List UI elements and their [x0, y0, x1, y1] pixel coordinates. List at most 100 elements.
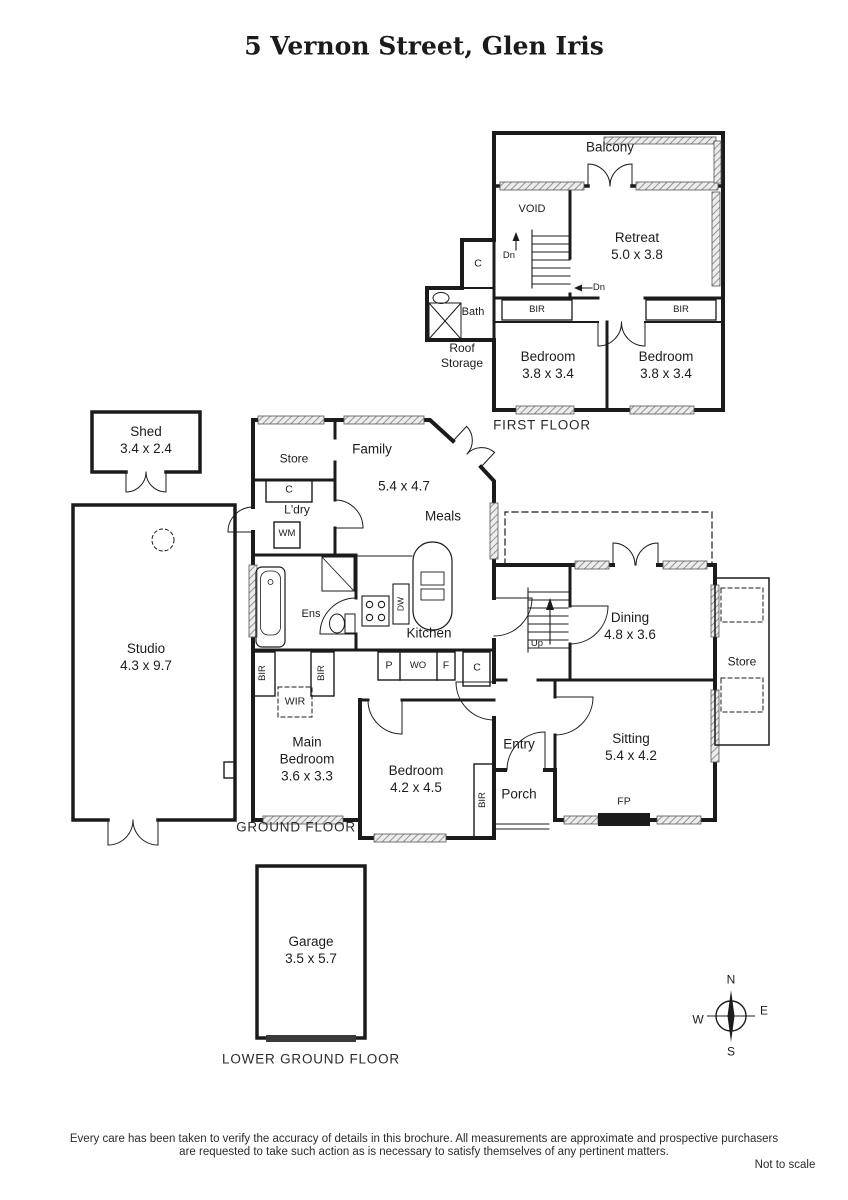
- room-dims: 3.4 x 2.4: [120, 441, 172, 456]
- room-name: Retreat: [614, 230, 660, 246]
- label-ensuite: Ens: [301, 608, 321, 621]
- porch-steps: [495, 823, 550, 830]
- arrow-up-icon: [546, 598, 554, 610]
- label-bath: Bath: [461, 306, 485, 319]
- label-meals: Meals: [424, 508, 462, 524]
- room-name: Sitting: [612, 731, 650, 747]
- compass-west-label: W: [692, 1012, 704, 1027]
- bir-bedroom-box: [473, 763, 494, 839]
- label-garage: Garage 3.5 x 5.7: [285, 934, 337, 968]
- toilet-icon: [329, 613, 345, 634]
- label-dn-upper: Dn: [502, 250, 516, 262]
- label-void: VOID: [518, 203, 546, 216]
- arrow-left-icon: [574, 284, 582, 292]
- stairs-up-arrow: [546, 598, 554, 645]
- ff-door-arcs: [587, 163, 646, 347]
- wir-dashed-box: [277, 686, 313, 718]
- label-laundry-cupboard: C: [285, 483, 293, 496]
- hall-cupboard-box: [462, 651, 491, 687]
- room-dims: 3.6 x 3.3: [281, 768, 333, 784]
- label-bir-ff-left: BIR: [529, 304, 545, 316]
- label-lower-ground-floor: LOWER GROUND FLOOR: [222, 1051, 400, 1067]
- room-dims: 5.0 x 3.8: [611, 247, 663, 262]
- gf-interior-walls: [251, 418, 717, 822]
- label-wir: WIR: [284, 695, 306, 708]
- room-name: Main Bedroom: [279, 734, 335, 767]
- gf-cupboards: [251, 479, 494, 839]
- bir-main-right-box: [310, 651, 335, 697]
- garage-plan: [255, 864, 367, 1042]
- room-dims: 3.8 x 3.4: [640, 366, 692, 381]
- ff-interior-walls: [492, 184, 725, 412]
- washing-machine-icon: [273, 521, 301, 549]
- gf-door-arcs: [227, 425, 659, 771]
- room-dims: 5.4 x 4.2: [605, 748, 657, 763]
- label-fireplace: FP: [617, 795, 631, 808]
- ff-windows: [499, 136, 722, 415]
- shed-walls: [90, 410, 202, 474]
- verandah-dashed-outline: [504, 511, 713, 566]
- compass-icon: [707, 990, 755, 1042]
- ground-floor-plan: [227, 415, 770, 843]
- ensuite-fixtures: [255, 556, 356, 648]
- label-store-west: Store: [279, 451, 309, 466]
- kitchen-fixtures: [355, 541, 453, 631]
- label-sitting: Sitting 5.4 x 4.2: [605, 731, 657, 765]
- ff-built-in-robes: [501, 299, 717, 321]
- compass-east-label: E: [759, 1003, 769, 1018]
- label-roof-storage: Roof Storage: [440, 341, 484, 370]
- meter-box: [223, 761, 236, 779]
- label-bir-ff-right: BIR: [673, 304, 689, 316]
- studio-walls: [71, 503, 237, 822]
- studio-door-arcs: [107, 819, 159, 846]
- shed-door-arcs: [125, 471, 167, 493]
- label-hall-cupboard: C: [473, 661, 481, 674]
- room-name: Dining: [610, 610, 650, 626]
- label-store-east: Store: [727, 654, 757, 669]
- label-studio: Studio 4.3 x 9.7: [120, 641, 172, 675]
- island-sink-2: [420, 588, 445, 601]
- room-name: Bedroom: [520, 349, 576, 365]
- label-ff-bedroom-right: Bedroom 3.8 x 3.4: [639, 349, 694, 383]
- garage-walls: [255, 864, 367, 1040]
- disclaimer-line-1: Every care has been taken to verify the …: [69, 1132, 779, 1145]
- label-balcony: Balcony: [585, 139, 635, 155]
- label-dining: Dining 4.8 x 3.6: [604, 610, 656, 644]
- disclaimer-line-2: are requested to take such action as is …: [179, 1145, 669, 1158]
- label-ground-floor: GROUND FLOOR: [236, 819, 356, 835]
- garage-door: [266, 1035, 356, 1042]
- store-east-structure: [714, 577, 770, 746]
- label-family-dims: 5.4 x 4.7: [378, 478, 430, 494]
- label-ff-bedroom-left: Bedroom 3.8 x 3.4: [521, 349, 576, 383]
- ff-exterior-walls: [425, 131, 725, 412]
- shed-plan: [90, 410, 202, 493]
- pantry-oven-fridge-row: [377, 651, 456, 681]
- label-main-bedroom: Main Bedroom 3.6 x 3.3: [268, 735, 346, 786]
- label-wall-oven: WO: [409, 660, 427, 672]
- label-laundry: L'dry: [284, 502, 310, 517]
- ff-bath-fixtures: [428, 292, 462, 340]
- room-dims: 3.8 x 3.4: [522, 366, 574, 381]
- studio-skylight: [151, 528, 175, 552]
- label-bir-main-left: BIR: [257, 665, 269, 681]
- label-dn-lower: Dn: [592, 282, 606, 294]
- label-up: Up: [530, 638, 544, 650]
- stove-icon: [361, 595, 390, 627]
- fireplace-icon: [598, 813, 650, 826]
- studio-plan: [71, 503, 237, 846]
- room-dims: 4.3 x 9.7: [120, 658, 172, 673]
- label-bir-bedroom: BIR: [477, 792, 489, 808]
- room-name: Shed: [130, 424, 162, 440]
- label-ff-cupboard: C: [474, 257, 482, 270]
- label-fridge: F: [442, 659, 450, 672]
- label-entry: Entry: [503, 736, 535, 752]
- island-bench: [412, 541, 453, 631]
- arrow-up-icon: [512, 232, 520, 241]
- ff-light-walls: [461, 287, 724, 323]
- scale-note: Not to scale: [754, 1158, 816, 1171]
- room-name: Bedroom: [388, 763, 444, 779]
- store-cupboard: [265, 479, 313, 503]
- label-pantry: P: [385, 659, 393, 672]
